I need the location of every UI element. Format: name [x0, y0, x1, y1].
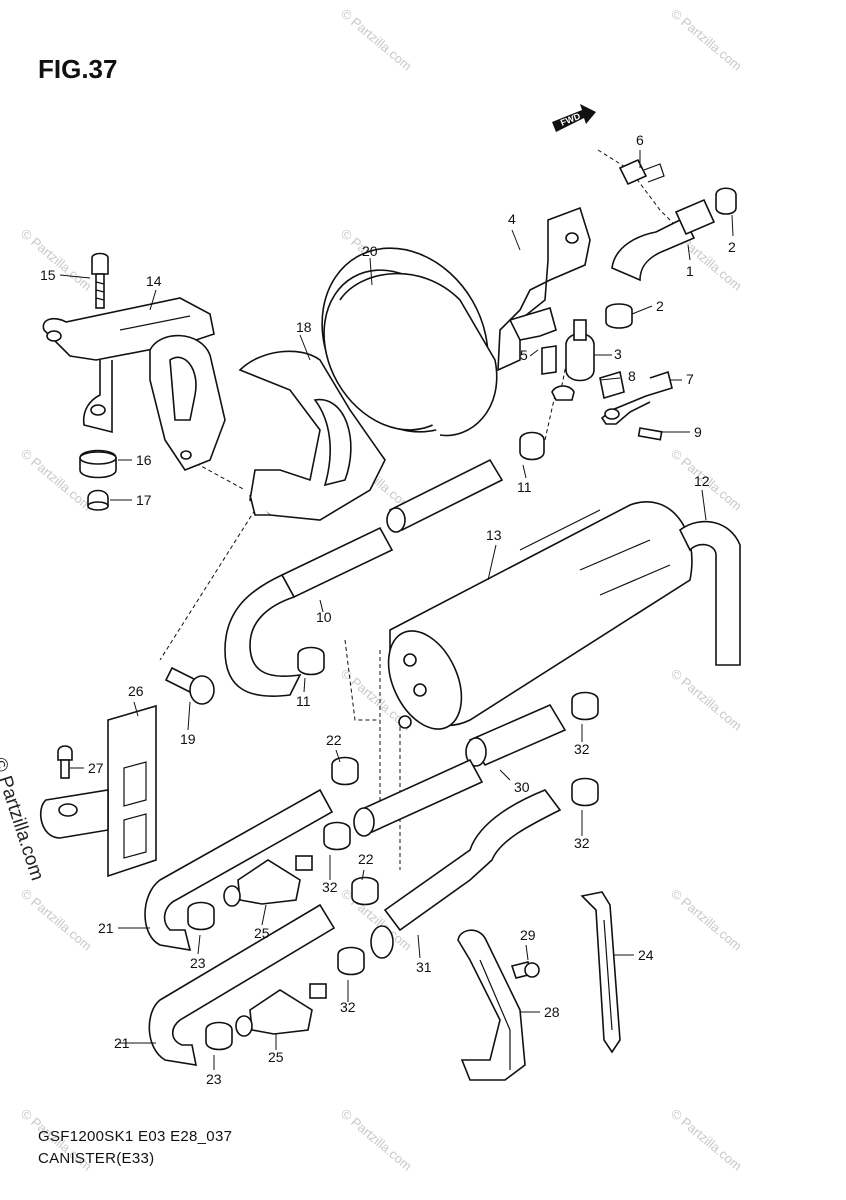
- callout-label: 27: [88, 760, 104, 776]
- lower-hoses: [323, 691, 599, 976]
- upper-right-fittings: [497, 158, 673, 441]
- callout-label: 32: [574, 741, 590, 757]
- callout-labels: 1 2 2 3 4 5 6 7 8 9 10 11 11 12 13 14 15…: [40, 132, 736, 1087]
- watermark: © Partzilla.com: [668, 886, 745, 954]
- cable-tie: [580, 891, 621, 1054]
- callout-label: 22: [326, 732, 342, 748]
- callout-label: 15: [40, 267, 56, 283]
- callout-label: 25: [254, 925, 270, 941]
- callout-label: 17: [136, 492, 152, 508]
- svg-text:FWD: FWD: [559, 111, 582, 128]
- callout-label: 6: [636, 132, 644, 148]
- callout-label: 19: [180, 731, 196, 747]
- callout-label: 32: [574, 835, 590, 851]
- left-bracket: [39, 704, 157, 878]
- callout-label: 21: [98, 920, 114, 936]
- callout-label: 5: [520, 347, 528, 363]
- callout-label: 32: [340, 999, 356, 1015]
- callout-label: 9: [694, 424, 702, 440]
- callout-label: 18: [296, 319, 312, 335]
- callout-label: 10: [316, 609, 332, 625]
- callout-label: 4: [508, 211, 516, 227]
- bracket-assembly: [42, 252, 226, 511]
- upper-hose: [605, 187, 737, 329]
- callout-label: 16: [136, 452, 152, 468]
- watermark: © Partzilla.com: [338, 1106, 415, 1174]
- canister-holder: [238, 247, 498, 521]
- callout-label: 2: [656, 298, 664, 314]
- callout-label: 21: [114, 1035, 130, 1051]
- clamp: [297, 646, 325, 676]
- canister: [387, 501, 693, 730]
- callout-label: 3: [614, 346, 622, 362]
- leader-lines: [59, 150, 734, 1070]
- hose-10: [224, 458, 504, 697]
- callout-label: 29: [520, 927, 536, 943]
- callout-label: 11: [296, 693, 311, 709]
- callout-label: 30: [514, 779, 530, 795]
- callout-label: 31: [416, 959, 432, 975]
- watermark: © Partzilla.com: [18, 226, 95, 294]
- clamp: [519, 431, 545, 461]
- watermark: © Partzilla.com: [668, 666, 745, 734]
- callout-label: 2: [728, 239, 736, 255]
- callout-label: 23: [206, 1071, 222, 1087]
- callout-label: 22: [358, 851, 374, 867]
- screw: [164, 666, 215, 705]
- lower-bracket: [457, 929, 540, 1081]
- figure-title: FIG.37: [38, 54, 118, 84]
- callout-label: 20: [362, 243, 378, 259]
- callout-label: 7: [686, 371, 694, 387]
- watermark: © Partzilla.com: [668, 1106, 745, 1174]
- callout-label: 12: [694, 473, 710, 489]
- model-code: GSF1200SK1 E03 E28_037: [38, 1128, 233, 1145]
- callout-label: 11: [517, 479, 532, 495]
- callout-label: 26: [128, 683, 144, 699]
- lower-left-assembly: [144, 756, 379, 1066]
- callout-label: 13: [486, 527, 502, 543]
- callout-label: 14: [146, 273, 162, 289]
- callout-label: 1: [686, 263, 694, 279]
- callout-label: 24: [638, 947, 654, 963]
- callout-label: 28: [544, 1004, 560, 1020]
- callout-label: 25: [268, 1049, 284, 1065]
- callout-label: 8: [628, 368, 636, 384]
- callout-label: 32: [322, 879, 338, 895]
- fwd-arrow-icon: FWD: [552, 104, 596, 132]
- watermark: © Partzilla.com: [18, 886, 95, 954]
- watermark: © Partzilla.com: [668, 6, 745, 74]
- section-name: CANISTER(E33): [38, 1150, 155, 1167]
- hose-12: [678, 520, 741, 666]
- watermark: © Partzilla.com: [338, 6, 415, 74]
- callout-label: 23: [190, 955, 206, 971]
